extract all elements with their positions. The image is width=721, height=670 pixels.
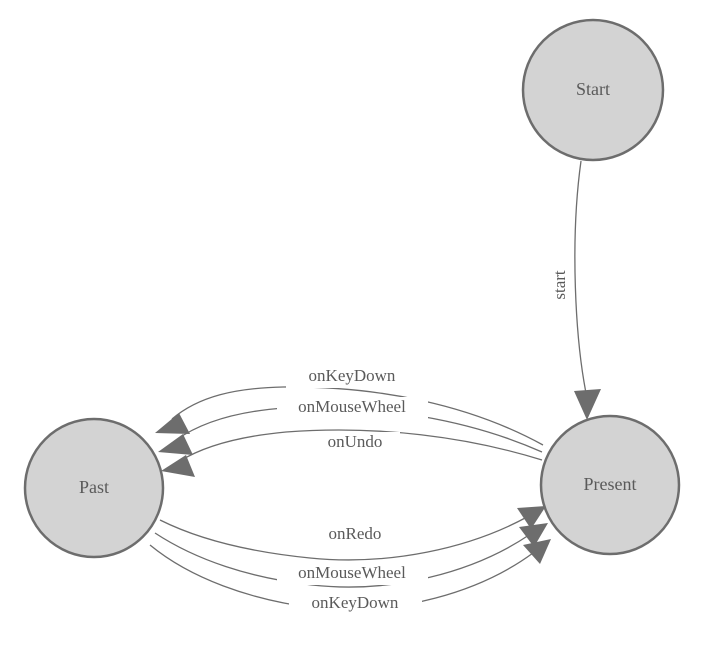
arrowhead-present-past-onundo <box>161 455 195 477</box>
edge-past-present-onmousewheel[interactable] <box>154 523 548 588</box>
node-past[interactable]: Past <box>23 417 165 559</box>
edge-label-past-present-onredo-text: onRedo <box>329 524 382 543</box>
node-present-circle <box>539 414 681 556</box>
node-start-circle <box>521 18 665 162</box>
edge-label-present-past-onkeydown: onKeyDown <box>286 366 419 388</box>
edge-label-present-past-onkeydown-text: onKeyDown <box>309 366 396 385</box>
edge-label-present-past-onmousewheel-bg <box>277 397 428 419</box>
arrowhead-present-past-onmousewheel <box>158 434 193 455</box>
edge-present-past-onundo[interactable] <box>161 429 543 477</box>
edge-label-present-past-onkeydown-bg <box>286 366 419 388</box>
edge-past-present-onmousewheel-path <box>154 532 530 588</box>
node-start-label: Start <box>576 79 610 99</box>
arrowhead-present-past-onkeydown <box>155 413 190 434</box>
arrowhead-past-present-onredo <box>517 506 546 529</box>
edge-start-present-path <box>574 160 588 399</box>
edge-label-past-present-onmousewheel-bg <box>277 563 428 585</box>
arrowhead-start-present <box>574 389 601 420</box>
node-present-label: Present <box>584 474 637 494</box>
arrowhead-past-present-onkeydown <box>523 539 551 564</box>
edge-label-past-present-onmousewheel: onMouseWheel <box>277 563 428 585</box>
edge-label-present-past-onundo: onUndo <box>311 432 400 454</box>
edge-label-start: start <box>550 260 571 312</box>
edge-label-start-text: start <box>550 270 569 300</box>
edge-label-past-present-onkeydown-text: onKeyDown <box>312 593 399 612</box>
edge-label-past-present-onkeydown: onKeyDown <box>289 593 422 615</box>
node-start[interactable]: Start <box>521 18 665 162</box>
edge-label-start-bg <box>552 260 571 312</box>
node-past-label: Past <box>79 477 109 497</box>
arrowhead-past-present-onmousewheel <box>519 523 548 547</box>
edge-label-past-present-onredo: onRedo <box>312 524 399 546</box>
edge-past-present-onredo-path <box>159 516 528 561</box>
edge-label-present-past-onmousewheel: onMouseWheel <box>277 397 428 419</box>
edge-start-present[interactable] <box>574 160 601 420</box>
edge-label-past-present-onmousewheel-text: onMouseWheel <box>298 563 406 582</box>
node-present[interactable]: Present <box>539 414 681 556</box>
edge-label-past-present-onredo-bg <box>312 524 399 546</box>
edge-past-present-onredo[interactable] <box>159 506 546 561</box>
edge-label-present-past-onundo-text: onUndo <box>328 432 383 451</box>
edge-label-present-past-onmousewheel-text: onMouseWheel <box>298 397 406 416</box>
edge-label-present-past-onundo-bg <box>311 432 400 454</box>
node-past-circle <box>23 417 165 559</box>
edge-label-past-present-onkeydown-bg <box>289 593 422 615</box>
edge-present-past-onundo-path <box>179 429 543 462</box>
